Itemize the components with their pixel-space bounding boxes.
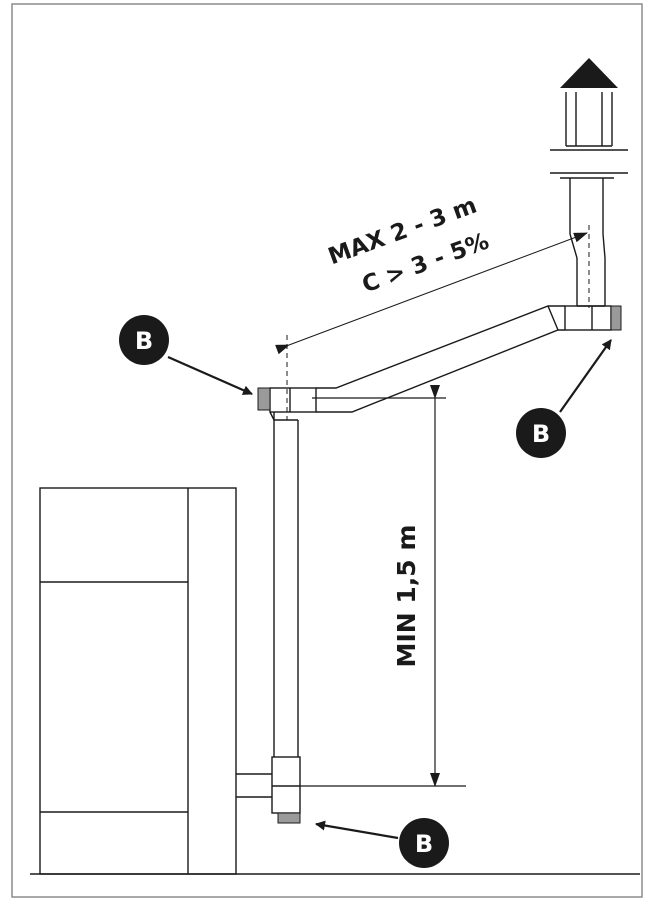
arrow-icon: [167, 355, 253, 396]
diagonal-dimension-line: [275, 232, 588, 355]
centre-lines: [286, 225, 590, 420]
bottom-t-fitting: [271, 756, 301, 814]
badge-b-bottom: B: [399, 818, 449, 868]
bottom-inspection-cap: [277, 812, 301, 824]
top-left-inspection-cap: [257, 387, 271, 411]
badge-letter: B: [415, 830, 433, 858]
top-left-t-fitting: [269, 387, 317, 421]
top-right-inspection-cap: [610, 305, 622, 331]
badge-b-top-left: B: [119, 315, 169, 365]
inclined-pipe: [316, 305, 565, 413]
chimney-cap-icon: [560, 58, 618, 88]
arrow-icon: [559, 339, 612, 413]
badge-letter: B: [135, 327, 153, 355]
stove-body: [30, 487, 640, 875]
stove-outlet: [236, 773, 272, 798]
min-height-label: MIN 1,5 m: [392, 525, 421, 668]
pipe-break-marks: [550, 149, 628, 174]
arrow-icon: [315, 820, 399, 840]
top-chimney-section: [565, 92, 613, 147]
vertical-pipe: [273, 412, 299, 757]
badge-letter: B: [532, 420, 550, 448]
badge-b-right: B: [516, 408, 566, 458]
right-chimney-pipe: [560, 177, 614, 307]
diagram-frame: [11, 3, 643, 898]
vertical-dimension: [300, 385, 466, 787]
top-right-t-fitting: [564, 305, 612, 331]
